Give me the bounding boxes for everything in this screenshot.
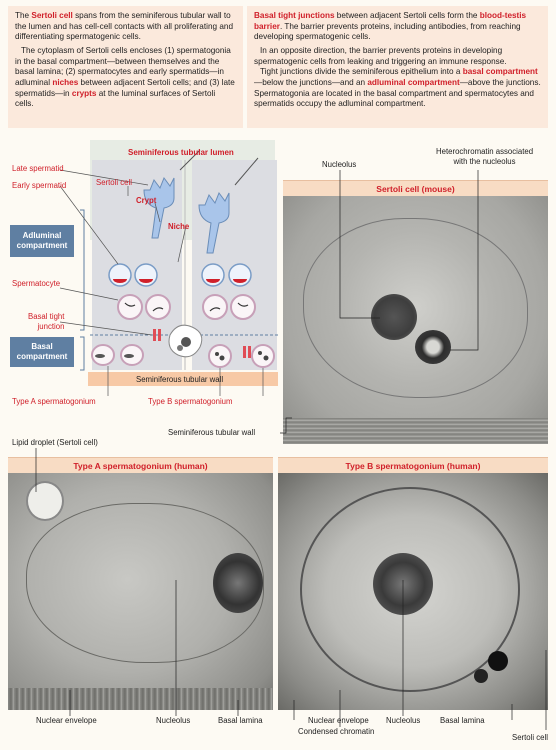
heterochromatin-mass <box>415 330 451 364</box>
compartments-paragraph: Tight junctions divide the seminiferous … <box>254 67 541 109</box>
tubular-wall-band <box>88 372 278 386</box>
type-a-spermatogonium-label: Type A spermatogonium <box>12 397 96 406</box>
late-spermatid-label: Late spermatid <box>12 164 64 173</box>
spermatocyte-label: Spermatocyte <box>12 279 61 288</box>
mouse-nucleolus <box>371 294 417 340</box>
late-spermatid-right <box>198 157 259 254</box>
type-b-spermatogonium-label: Type B spermatogonium <box>148 397 233 406</box>
type-b-basal-lamina-label: Basal lamina <box>440 716 485 725</box>
blood-testis-text-box: Basal tight junctions between adjacent S… <box>247 6 548 128</box>
junction-mark-1 <box>153 329 156 341</box>
mouse-wall-label: Seminiferous tubular wall <box>168 428 256 437</box>
type-b-spermatogonia <box>208 344 275 368</box>
type-b-envelope-label: Nuclear envelope <box>308 716 369 725</box>
crypt-label: Crypt <box>136 196 157 205</box>
type-a-basal-lamina-label: Basal lamina <box>218 716 263 725</box>
condensed-chromatin-label: Condensed chromatin <box>298 727 375 736</box>
sertoli-lipid-1 <box>488 651 508 671</box>
type-a-basal-strip <box>8 688 273 710</box>
type-b-nucleolus-label: Nucleolus <box>386 716 421 725</box>
type-a-panel-header: Type A spermatogonium (human) <box>8 457 273 473</box>
mouse-sertoli-micrograph <box>283 196 548 444</box>
tubular-wall-label: Seminiferous tubular wall <box>136 375 224 384</box>
type-a-micrograph <box>8 473 273 710</box>
mouse-panel-header: Sertoli cell (mouse) <box>283 180 548 196</box>
late-spermatid-left <box>143 149 201 239</box>
type-a-spermatogonia <box>91 344 144 366</box>
type-a-envelope-label: Nuclear envelope <box>36 716 97 725</box>
opposite-direction-paragraph: In an opposite direction, the barrier pr… <box>254 45 507 66</box>
lipid-droplet <box>26 481 64 521</box>
sertoli-cell-text-box: The Sertoli cell spans from the seminife… <box>8 6 243 128</box>
basal-wall-strip <box>283 418 548 444</box>
spermatocytes <box>117 294 256 320</box>
sertoli-cell-bottom-label: Sertoli cell <box>512 733 548 742</box>
junction-mark-2 <box>158 329 161 341</box>
mouse-nucleolus-label: Nucleolus <box>322 160 357 169</box>
type-b-micrograph <box>278 473 548 710</box>
sertoli-cell-label: Sertoli cell <box>96 178 132 187</box>
type-a-nucleolus <box>213 553 263 613</box>
lipid-droplet-label: Lipid droplet (Sertoli cell) <box>12 438 98 447</box>
type-b-panel-header: Type B spermatogonium (human) <box>278 457 548 473</box>
sertoli-intro-paragraph: The Sertoli cell spans from the seminife… <box>15 11 233 42</box>
early-spermatid-label: Early spermatid <box>12 181 67 190</box>
junction-mark-4 <box>248 346 251 358</box>
sertoli-cytoplasm-paragraph: The cytoplasm of Sertoli cells encloses … <box>15 45 235 109</box>
sertoli-nucleus-envelope <box>303 218 528 398</box>
junction-mark-3 <box>243 346 246 358</box>
type-a-nuclear-envelope <box>26 503 264 663</box>
sertoli-lipid-2 <box>474 669 488 683</box>
type-b-nuclear-envelope <box>300 487 520 692</box>
niche-label: Niche <box>168 222 190 231</box>
lumen-label: Seminiferous tubular lumen <box>128 148 234 157</box>
type-a-nucleolus-label: Nucleolus <box>156 716 191 725</box>
barrier-paragraph: Basal tight junctions between adjacent S… <box>254 11 527 42</box>
sertoli-nucleus <box>168 324 203 358</box>
